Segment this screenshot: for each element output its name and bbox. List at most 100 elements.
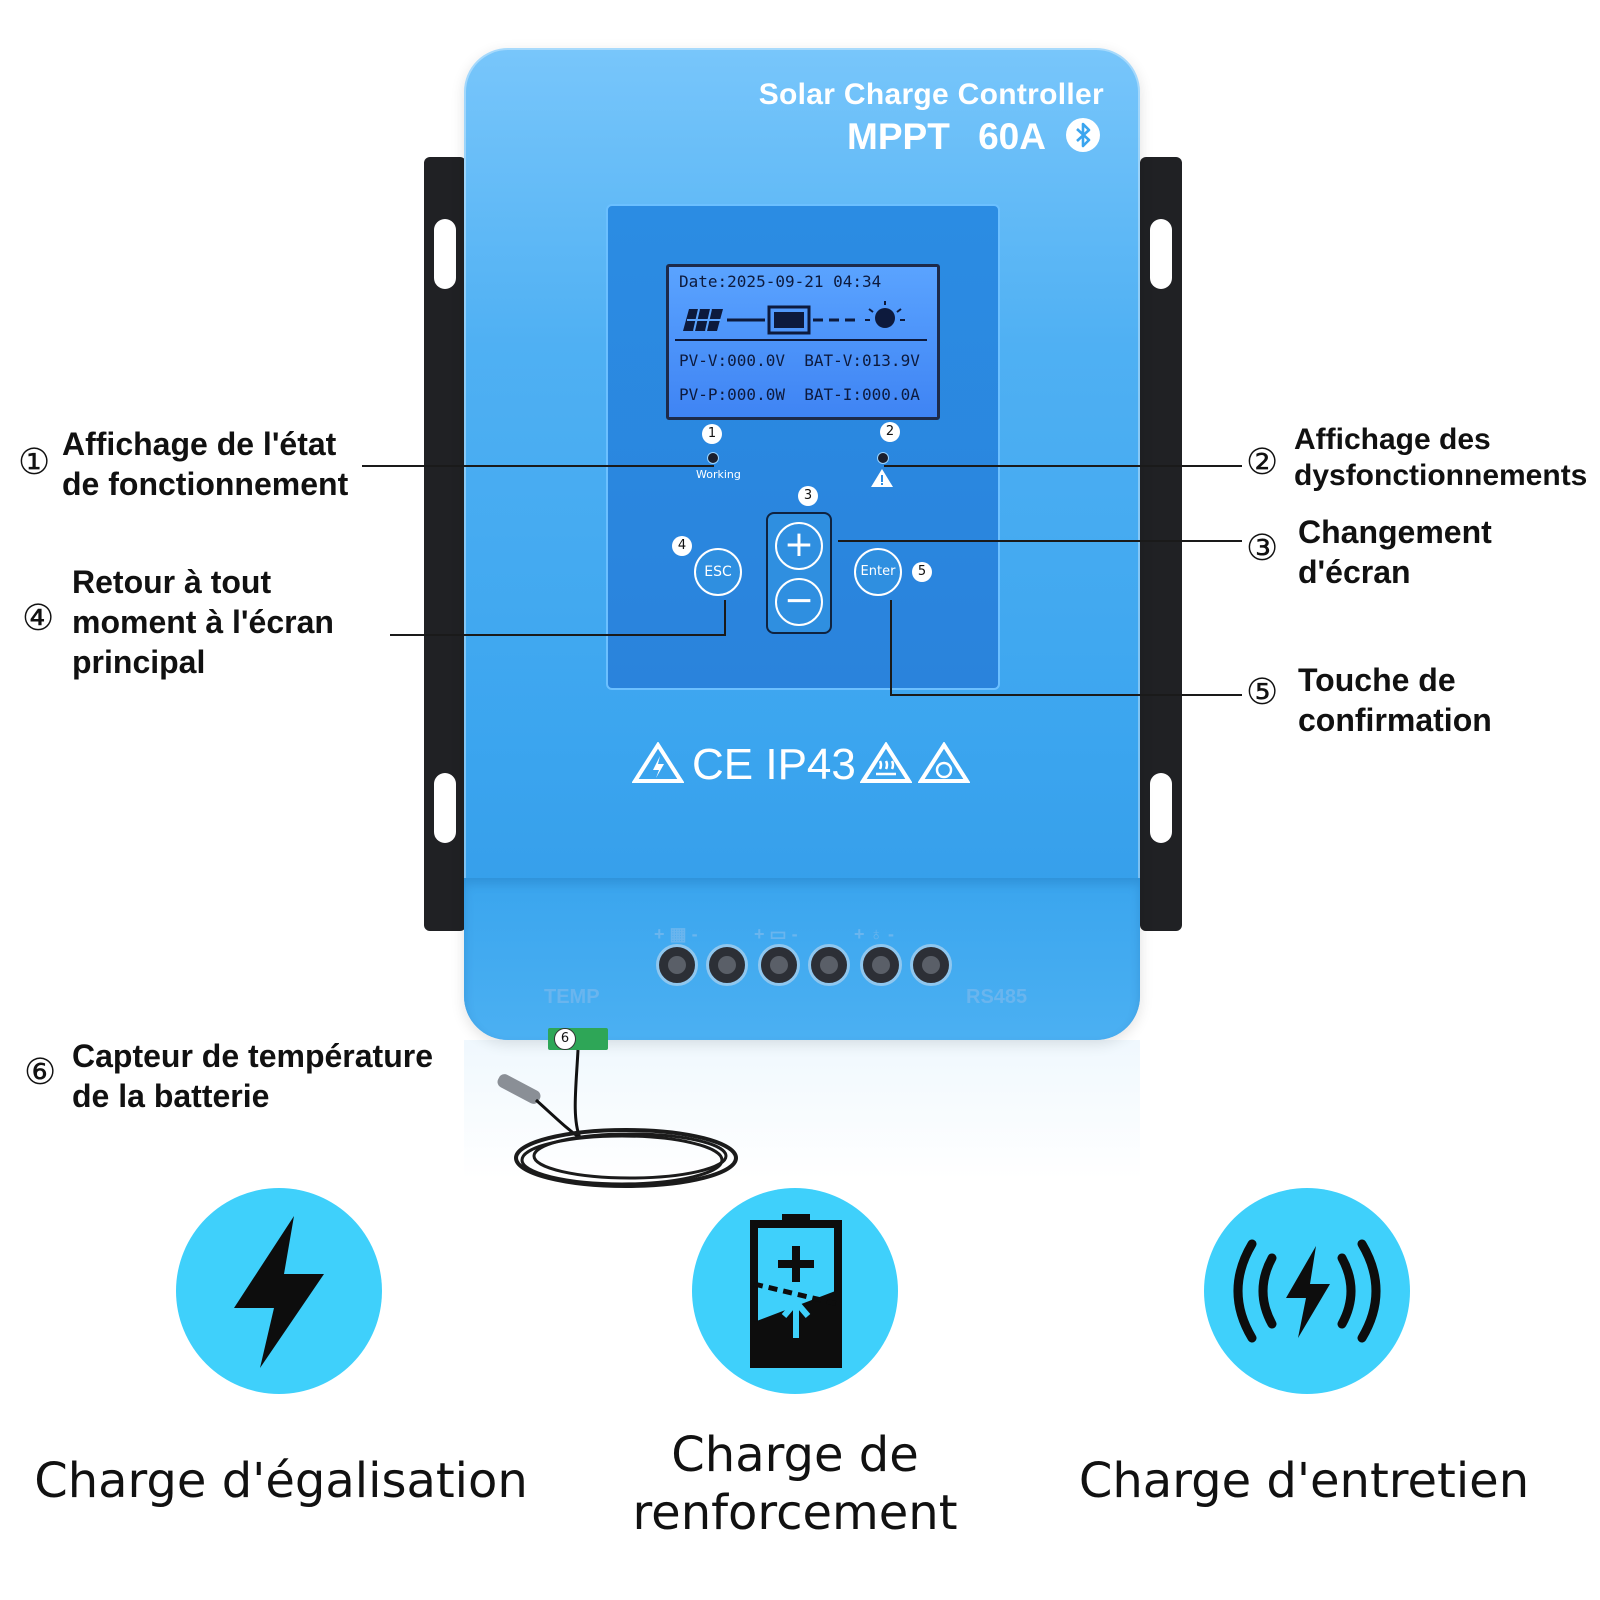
- model-text: MPPT: [847, 116, 950, 157]
- working-label: Working: [696, 468, 741, 481]
- plus-sign: +: [754, 924, 765, 944]
- wireless-charge-icon: [1233, 1239, 1381, 1343]
- charge-controller: Solar Charge Controller MPPT 60A Date:20…: [464, 48, 1140, 1040]
- callout-number-5: ⑤: [1246, 672, 1279, 713]
- label-line: renforcement: [632, 1485, 958, 1541]
- callout-temp-sensor: Capteur de température de la batterie: [72, 1036, 433, 1116]
- indicator-number: 1: [702, 424, 722, 444]
- battery-negative-terminal: [808, 944, 850, 986]
- terminal-block: + ▦ - + ▭ - + ♁ - TEMP RS485: [464, 878, 1140, 1040]
- working-led: [707, 452, 719, 464]
- load-terminal-label: + ♁ -: [854, 924, 894, 945]
- bat-current: BAT-I:000.0A: [804, 385, 920, 404]
- callout-screen-switch: Changement d'écran: [1298, 512, 1492, 592]
- callout-number-3: ③: [1246, 528, 1279, 569]
- battery-positive-terminal: [758, 944, 800, 986]
- bat-voltage: BAT-V:013.9V: [804, 351, 920, 370]
- equalization-charge-badge: [176, 1188, 382, 1394]
- callout-line: Affichage de l'état: [62, 426, 337, 462]
- pv-power: PV-P:000.0W: [679, 385, 785, 404]
- callout-line: moment à l'écran: [72, 604, 334, 640]
- callout-line: Retour à tout: [72, 564, 272, 600]
- enter-button[interactable]: Enter: [854, 548, 902, 596]
- lcd-separator: [675, 339, 927, 341]
- energy-flow-icon: [683, 301, 905, 335]
- callout-number-1: ①: [18, 442, 51, 483]
- maintenance-charge-label: Charge d'entretien: [1078, 1453, 1530, 1509]
- fire-safety-icon: [918, 742, 970, 783]
- callout-line-5-vertical: [890, 600, 892, 696]
- maintenance-charge-badge: [1204, 1188, 1410, 1394]
- mounting-slot: [434, 219, 456, 289]
- boost-charge-badge: [692, 1188, 898, 1394]
- button-number: 4: [672, 536, 692, 556]
- callout-line-4-vertical: [724, 600, 726, 636]
- lcd-row-voltage: PV-V:000.0V BAT-V:013.9V: [679, 351, 920, 370]
- device-title: Solar Charge Controller: [758, 78, 1104, 111]
- callout-line-4: [390, 634, 726, 636]
- mounting-slot: [434, 773, 456, 843]
- battery-boost-icon: [750, 1214, 842, 1368]
- warning-icon: [871, 469, 893, 487]
- bluetooth-icon: [1066, 118, 1100, 152]
- callout-line-2: [884, 465, 1242, 467]
- button-number: 3: [798, 486, 818, 506]
- callout-fault-display: Affichage des dysfonctionnements: [1294, 422, 1587, 494]
- mounting-slot: [1150, 773, 1172, 843]
- certification-marks: CE IP43: [632, 738, 972, 789]
- rs485-port-label: RS485: [966, 986, 1028, 1008]
- lcd-date: Date:2025-09-21 04:34: [679, 272, 882, 291]
- temperature-probe-cable: [497, 1049, 738, 1188]
- solar-panel-icon: ▦: [669, 924, 687, 944]
- callout-number-6: ⑥: [24, 1052, 57, 1093]
- callout-line-1: [362, 465, 714, 467]
- fault-led: [877, 452, 889, 464]
- control-panel: Date:2025-09-21 04:34 PV-V:000.0V BAT-V:…: [606, 204, 1000, 690]
- minus-sign: -: [791, 924, 798, 944]
- callout-line: de la batterie: [72, 1078, 270, 1114]
- right-mounting-bracket: [1140, 157, 1182, 931]
- plus-sign: +: [654, 924, 665, 944]
- callout-line: principal: [72, 644, 206, 680]
- callout-line: de fonctionnement: [62, 466, 349, 502]
- lcd-screen: Date:2025-09-21 04:34 PV-V:000.0V BAT-V:…: [666, 264, 940, 420]
- callout-line-5: [890, 694, 1242, 696]
- esc-button[interactable]: ESC: [694, 548, 742, 596]
- lightbulb-icon: ♁: [869, 924, 884, 944]
- callout-return-main: Retour à tout moment à l'écran principal: [72, 562, 334, 682]
- equalization-charge-label: Charge d'égalisation: [34, 1453, 528, 1509]
- battery-icon: ▭: [769, 924, 787, 944]
- minus-button[interactable]: −: [775, 578, 823, 626]
- callout-line: dysfonctionnements: [1294, 459, 1588, 492]
- lcd-row-power: PV-P:000.0W BAT-I:000.0A: [679, 385, 920, 404]
- lightning-bolt-icon: [234, 1216, 324, 1368]
- boost-charge-label: Charge de renforcement: [600, 1426, 990, 1542]
- pv-positive-terminal: [656, 944, 698, 986]
- mounting-slot: [1150, 219, 1172, 289]
- device-model: MPPT 60A: [847, 116, 1046, 158]
- left-mounting-bracket: [424, 157, 466, 931]
- callout-working-status: Affichage de l'état de fonctionnement: [62, 424, 348, 504]
- rating-text: 60A: [978, 116, 1046, 157]
- callout-number-4: ④: [22, 598, 55, 639]
- battery-terminal-label: + ▭ -: [754, 924, 798, 945]
- callout-number-2: ②: [1246, 442, 1279, 483]
- load-negative-terminal: [910, 944, 952, 986]
- electrical-hazard-icon: [632, 742, 684, 783]
- hot-surface-icon: [860, 742, 912, 783]
- minus-sign: -: [691, 924, 698, 944]
- plus-button[interactable]: +: [775, 522, 823, 570]
- load-positive-terminal: [860, 944, 902, 986]
- label-line: Charge de: [671, 1427, 919, 1483]
- callout-line: Touche de: [1298, 662, 1456, 698]
- callout-line: Capteur de température: [72, 1038, 433, 1074]
- callout-line: confirmation: [1298, 702, 1492, 738]
- sensor-number: 6: [554, 1028, 576, 1050]
- pv-voltage: PV-V:000.0V: [679, 351, 785, 370]
- up-down-buttons: + −: [766, 512, 832, 634]
- callout-confirm-key: Touche de confirmation: [1298, 660, 1492, 740]
- button-number: 5: [912, 562, 932, 582]
- ce-ip43-text: CE IP43: [692, 740, 856, 789]
- indicator-number: 2: [880, 422, 900, 442]
- minus-sign: -: [888, 924, 895, 944]
